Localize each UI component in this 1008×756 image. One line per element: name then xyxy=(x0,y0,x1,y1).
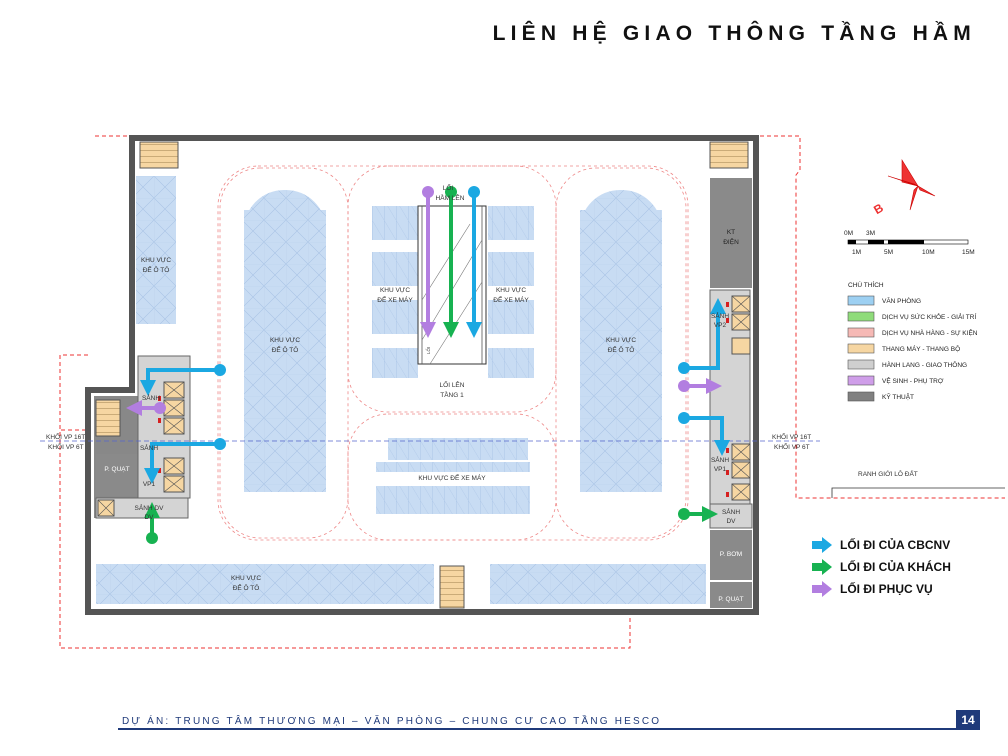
scale-bar: 0M 3M 1M 5M 10M 15M xyxy=(844,230,975,256)
label-moto-right-1: KHU VỰC xyxy=(496,287,526,294)
label-car-left-2: ĐỂ Ô TÔ xyxy=(143,265,170,274)
footer-project: DỰ ÁN: TRUNG TÂM THƯƠNG MẠI – VĂN PHÒNG … xyxy=(122,716,662,727)
label-ramp-down-1: LỐI xyxy=(443,182,454,192)
stair-left xyxy=(95,399,121,437)
stair-top-right xyxy=(709,141,749,169)
route-legend-label: LỐI ĐI PHỤC VỤ xyxy=(840,581,933,596)
label-sanh-dv-right-2: DV xyxy=(726,518,736,525)
legend-swatch xyxy=(847,295,875,306)
scale-0m: 0M xyxy=(844,230,853,237)
p-quat-room-right xyxy=(710,582,752,608)
legend-swatch xyxy=(847,375,875,386)
legend-label: VĂN PHÒNG xyxy=(882,296,921,305)
scale-3m: 3M xyxy=(866,230,875,237)
legend-label: HÀNH LANG - GIAO THÔNG xyxy=(882,360,967,369)
scale-10m: 10M xyxy=(922,249,935,256)
service-routes xyxy=(126,186,722,416)
label-moto-bottom: KHU VỰC ĐỂ XE MÁY xyxy=(418,473,486,482)
scale-1m: 1M xyxy=(852,249,861,256)
label-moto-left-2: ĐỂ XE MÁY xyxy=(377,295,413,304)
legend-swatch xyxy=(847,327,875,338)
stair-top-left xyxy=(139,141,179,169)
label-p-bom: P. BƠM xyxy=(720,551,742,558)
stair-bottom xyxy=(439,565,465,609)
label-sanh-left-top: SẢNH xyxy=(142,393,160,402)
legend-swatch xyxy=(847,359,875,370)
legend: CHÚ THÍCH VĂN PHÒNG DỊCH VỤ SỨC KHỎE - GI… xyxy=(847,280,978,402)
car-parking-bottom-left xyxy=(96,564,434,604)
label-sanh-vp1-left-1: SẢNH xyxy=(140,443,158,452)
label-ranh-gioi: RANH GIỚI LÔ ĐẤT xyxy=(858,468,918,478)
elevators-left xyxy=(97,381,185,517)
legend-label: THANG MÁY - THANG BỘ xyxy=(882,344,960,353)
legend-swatch xyxy=(847,311,875,322)
label-ramp-down-2: HẦM LÊN xyxy=(436,192,465,202)
legend-label: DỊCH VỤ SỨC KHỎE - GIẢI TRÍ xyxy=(882,312,976,321)
route-legend-label: LỐI ĐI CỦA CBCNV xyxy=(840,537,950,552)
label-ramp-up-1: LỐI LÊN xyxy=(440,379,465,389)
scale-5m: 5M xyxy=(884,249,893,256)
sanh-dv-left xyxy=(95,497,189,519)
label-p-quat-left: P. QUẠT xyxy=(104,466,129,473)
label-car-cl-2: ĐỂ Ô TÔ xyxy=(272,345,299,354)
label-sanh-vp2-1: SẢNH xyxy=(711,311,729,320)
scale-15m: 15M xyxy=(962,249,975,256)
page-title: LIÊN HỆ GIAO THÔNG TẦNG HẦM xyxy=(492,22,976,45)
legend-swatch xyxy=(847,343,875,354)
label-sanh-dv-right-1: SẢNH xyxy=(722,507,740,516)
north-arrow-icon: B xyxy=(871,158,936,217)
label-sanh-vp1-left-2: VP1 xyxy=(143,481,156,488)
route-arrow-icon xyxy=(812,559,832,575)
footer-line xyxy=(118,728,980,730)
label-car-cr-1: KHU VỰC xyxy=(606,337,636,344)
label-sanh-dv-left: SẢNH DV xyxy=(135,503,165,512)
label-kt-dien-2: ĐIỆN xyxy=(723,237,739,246)
legend-swatch xyxy=(847,391,875,402)
label-khoi-vp16-left: KHỐI VP 16T xyxy=(46,431,85,441)
car-parking-left xyxy=(136,176,176,324)
p-quat-room-left xyxy=(96,454,138,496)
label-car-cr-2: ĐỂ Ô TÔ xyxy=(608,345,635,354)
label-ramp-sign-1: LỐI xyxy=(425,347,431,354)
label-car-cl-1: KHU VỰC xyxy=(270,337,300,344)
route-legend-label: LỐI ĐI CỦA KHÁCH xyxy=(840,559,951,574)
label-moto-right-2: ĐỂ XE MÁY xyxy=(493,295,529,304)
legend-label: DỊCH VỤ NHÀ HÀNG - SỰ KIỆN xyxy=(882,328,978,337)
guest-routes xyxy=(144,186,718,544)
label-sanh-vp1-right-2: VP1 xyxy=(714,466,727,473)
label-khoi-vp6-left: KHỐI VP 6T xyxy=(48,441,84,451)
svg-text:B: B xyxy=(871,200,886,217)
site-boundary xyxy=(59,135,1005,649)
route-arrow-icon xyxy=(812,581,832,597)
page-number: 14 xyxy=(956,710,980,730)
legend-label: VỆ SINH - PHỤ TRỢ xyxy=(882,376,944,385)
label-sanh-vp2-2: VP2 xyxy=(714,322,727,329)
route-arrow-icon xyxy=(812,537,832,553)
label-car-bottom-2: ĐỂ Ô TÔ xyxy=(233,583,260,592)
p-bom-room xyxy=(710,530,752,580)
staff-routes xyxy=(140,186,730,484)
car-parking-bottom-right xyxy=(490,564,706,604)
label-sanh-vp1-right-1: SẢNH xyxy=(711,455,729,464)
legend-heading: CHÚ THÍCH xyxy=(848,280,884,289)
label-car-bottom-1: KHU VỰC xyxy=(231,575,261,582)
label-ramp-up-2: TẦNG 1 xyxy=(440,389,464,399)
label-car-left-1: KHU VỰC xyxy=(141,257,171,264)
driving-lanes xyxy=(217,165,689,541)
label-khoi-vp6-right: KHỐI VP 6T xyxy=(774,441,810,451)
label-p-quat-right: P. QUẠT xyxy=(718,596,743,603)
moto-parking-top xyxy=(372,206,534,378)
label-kt-dien-1: KT xyxy=(727,229,735,236)
legend-label: KỸ THUẬT xyxy=(882,392,914,401)
label-sanh-dv-left-2: DV xyxy=(144,514,154,521)
moto-parking-bottom xyxy=(376,438,530,514)
route-legend: LỐI ĐI CỦA CBCNV LỐI ĐI CỦA KHÁCH LỐI ĐI P… xyxy=(812,537,951,597)
elevators-right xyxy=(731,295,751,501)
label-moto-left-1: KHU VỰC xyxy=(380,287,410,294)
label-khoi-vp16-right: KHỐI VP 16T xyxy=(772,431,811,441)
kt-dien-room xyxy=(710,178,752,288)
